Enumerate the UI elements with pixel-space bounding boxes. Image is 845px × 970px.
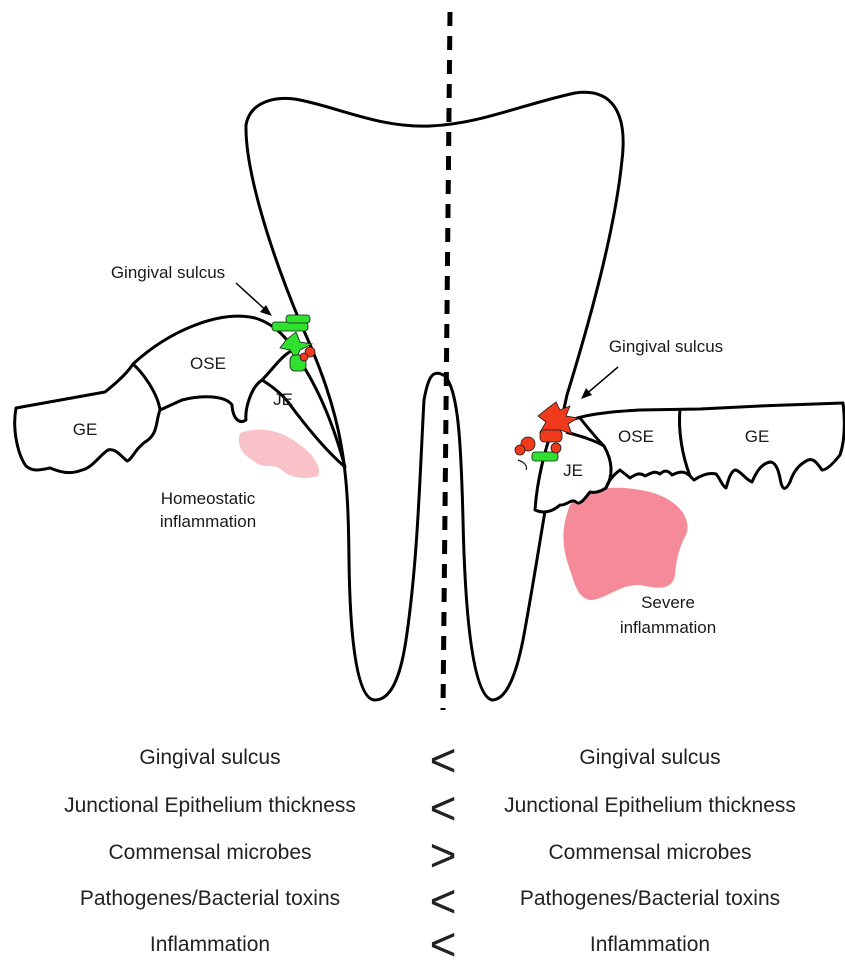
divider-line — [443, 12, 450, 710]
homeostatic-label-line2: inflammation — [160, 512, 256, 531]
comparison-left-3: Pathogenes/Bacterial toxins — [0, 886, 420, 912]
homeostatic-inflammation-area — [239, 430, 319, 478]
comparison-right-1: Junctional Epithelium thickness — [455, 793, 845, 819]
left-ose-label: OSE — [190, 354, 226, 373]
comparison-left-1: Junctional Epithelium thickness — [0, 793, 420, 819]
comparison-left-0: Gingival sulcus — [0, 745, 420, 771]
severe-label-line2: inflammation — [620, 618, 716, 637]
left-sulcus-label: Gingival sulcus — [111, 263, 225, 282]
right-ose-label: OSE — [618, 427, 654, 446]
comparison-right-2: Commensal microbes — [455, 840, 845, 866]
comparison-left-4: Inflammation — [0, 932, 420, 958]
severe-label-line1: Severe — [641, 593, 695, 612]
comparison-right-4: Inflammation — [455, 932, 845, 958]
comparison-right-0: Gingival sulcus — [455, 745, 845, 771]
comparison-right-3: Pathogenes/Bacterial toxins — [455, 886, 845, 912]
homeostatic-label-line1: Homeostatic — [161, 489, 256, 508]
left-je-label: JE — [273, 390, 293, 409]
right-je-label: JE — [563, 461, 583, 480]
severe-inflammation-area — [563, 488, 687, 600]
right-sulcus-label: Gingival sulcus — [609, 337, 723, 356]
comparison-left-2: Commensal microbes — [0, 840, 420, 866]
left-ge-label: GE — [73, 420, 98, 439]
right-ge-label: GE — [745, 427, 770, 446]
